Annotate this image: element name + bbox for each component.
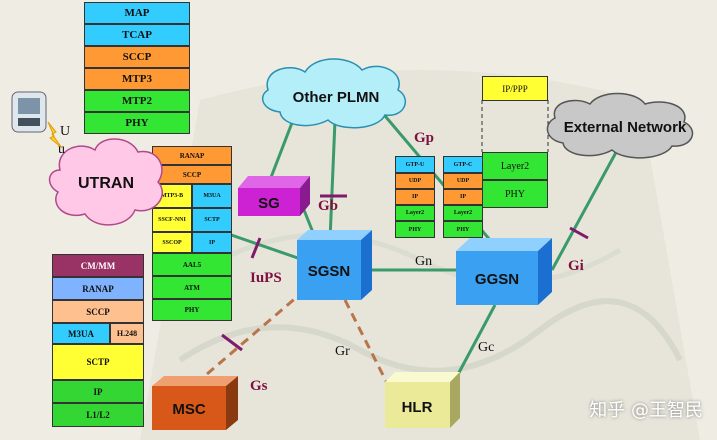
msc-label: MSC <box>172 401 206 418</box>
msc-box <box>152 376 238 430</box>
background-fan <box>140 70 700 440</box>
stack-gi: IP/PPP Layer2 PHY <box>482 76 548 208</box>
stack-iu-cell: ATM <box>152 276 232 299</box>
interface-gp-label: Gp <box>414 130 435 146</box>
stack-gp-cell: GTP-U <box>395 156 435 173</box>
stack-map-cell: TCAP <box>84 24 190 46</box>
stack-iu-cell: AAL5 <box>152 253 232 276</box>
other-plmn-cloud <box>261 58 407 129</box>
ggsn-label: GGSN <box>475 271 519 288</box>
stack-gp: GTP-U UDP IP Layer2 PHY GTP-C UDP IP Lay… <box>395 156 483 238</box>
utran-cloud <box>48 138 164 226</box>
hlr-label: HLR <box>402 399 433 416</box>
utran-label: UTRAN <box>78 175 134 192</box>
stack-gs: CM/MM RANAP SCCP M3UA H.248 SCTP IP L1/L… <box>52 254 144 427</box>
external-network-label: External Network <box>564 119 687 136</box>
stack-gs-cell: CM/MM <box>52 254 144 277</box>
ggsn-box <box>456 238 552 305</box>
sg-box <box>238 176 310 216</box>
interface-gn-label: Gn <box>415 254 433 269</box>
sg-label: SG <box>258 195 280 212</box>
stack-iu-cell: SCTP <box>192 208 232 232</box>
stack-iu-cell: PHY <box>152 299 232 321</box>
stack-gi-cell: Layer2 <box>482 152 548 180</box>
stack-iu-cell: M3UA <box>192 184 232 208</box>
stack-gp-cell: Layer2 <box>443 205 483 221</box>
sgsn-box <box>297 230 372 300</box>
stack-gs-cell: H.248 <box>110 323 144 344</box>
stack-map-cell: MTP2 <box>84 90 190 112</box>
stack-gs-cell: IP <box>52 380 144 403</box>
stack-gp-cell: Layer2 <box>395 205 435 221</box>
tick-gs <box>221 333 243 352</box>
line-plmn-sgsn <box>328 119 337 241</box>
stack-gs-cell: RANAP <box>52 277 144 300</box>
tick-gi <box>569 226 589 240</box>
stack-gp-cell: PHY <box>443 221 483 238</box>
other-plmn-label: Other PLMN <box>293 89 380 106</box>
stack-iu: RANAP SCCP MTP3-B SSCF-NNI SSCOP M3UA SC… <box>152 146 232 321</box>
stack-map-cell: MTP3 <box>84 68 190 90</box>
handset-icon <box>11 91 47 133</box>
line-ggsn-hlr <box>453 304 497 381</box>
sgsn-label: SGSN <box>308 263 351 280</box>
line-sgsn-msc <box>199 288 306 382</box>
stack-gs-cell: SCCP <box>52 300 144 323</box>
stack-iu-cell: IP <box>192 232 232 253</box>
interface-iups-label: IuPS <box>250 270 282 286</box>
watermark: 知乎 @王智民 <box>589 400 703 421</box>
hlr-box <box>385 372 460 428</box>
external-network-cloud <box>546 92 694 159</box>
stack-gp-cell: PHY <box>395 221 435 238</box>
tick-iups <box>250 237 262 259</box>
line-ggsn-external <box>550 144 622 271</box>
interface-u-label: U <box>60 124 71 139</box>
stack-gs-cell: L1/L2 <box>52 403 144 427</box>
stack-iu-cell: RANAP <box>152 146 232 165</box>
interface-gr-label: Gr <box>335 344 350 359</box>
stack-map-cell: MAP <box>84 2 190 24</box>
interface-gs-label: Gs <box>250 378 268 394</box>
stack-map: MAP TCAP SCCP MTP3 MTP2 PHY <box>84 2 190 134</box>
stack-gp-cell: IP <box>443 189 483 205</box>
interface-u2-label: u <box>58 142 65 157</box>
stack-gp-cell: UDP <box>395 173 435 189</box>
stack-map-cell: SCCP <box>84 46 190 68</box>
stack-gs-cell: SCTP <box>52 344 144 380</box>
stack-map-cell: PHY <box>84 112 190 134</box>
interface-gc-label: Gc <box>478 340 495 355</box>
interface-gi-label: Gi <box>568 258 584 274</box>
lightning-icon <box>47 121 63 149</box>
stack-iu-cell: SSCOP <box>152 232 192 253</box>
stack-gi-cell: IP/PPP <box>482 76 548 101</box>
line-sgsn-hlr <box>343 299 390 386</box>
stack-gs-cell: M3UA <box>52 323 110 344</box>
stack-gi-cell: PHY <box>482 180 548 208</box>
line-plmn-sg <box>268 114 297 181</box>
stack-iu-cell: SSCF-NNI <box>152 208 192 232</box>
interface-gb-label: Gb <box>318 198 339 214</box>
stack-gp-cell: IP <box>395 189 435 205</box>
